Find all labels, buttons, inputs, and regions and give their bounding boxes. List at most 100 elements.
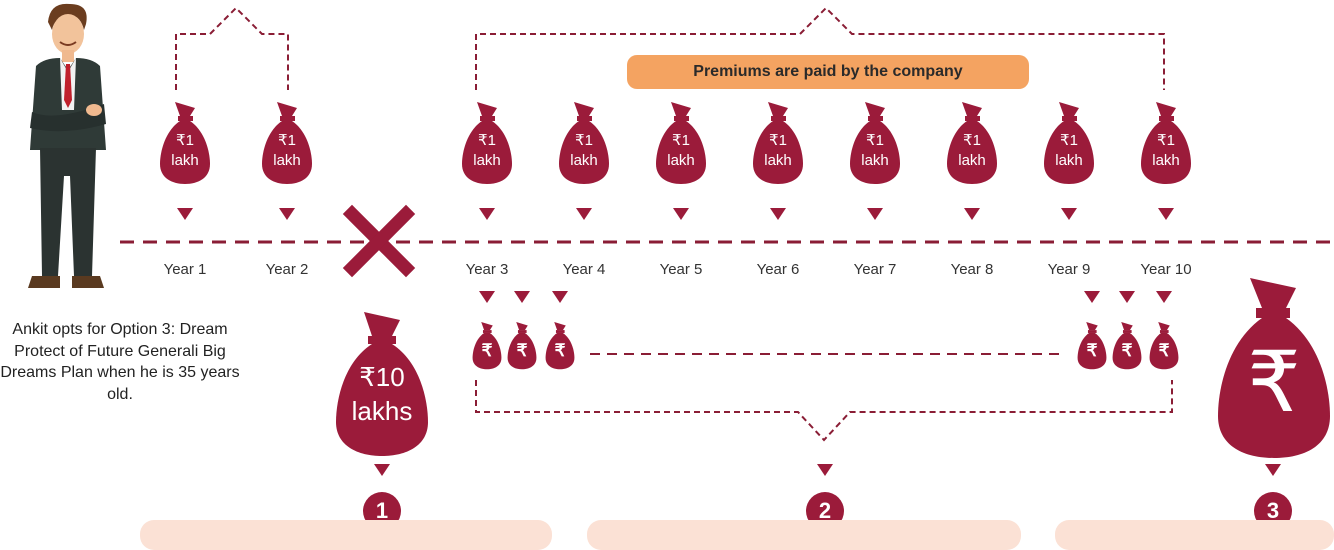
arrow-down-icon (374, 464, 390, 476)
year-label: Year 4 (562, 261, 606, 278)
large-bag-symbol: ₹ (1247, 335, 1301, 429)
money-bag-icon (1218, 278, 1330, 458)
premium-bag: ₹1 lakh (1043, 102, 1095, 188)
premium-bag: ₹1 lakh (261, 102, 313, 188)
step-arrows (374, 464, 1281, 476)
premium-amount: ₹1 (176, 132, 194, 149)
money-bag-icon (947, 102, 997, 184)
premium-bag: ₹1 lakh (159, 102, 211, 188)
premium-amount: ₹1 (575, 132, 593, 149)
arrow-down-icon (177, 208, 193, 220)
premium-amount: ₹1 (672, 132, 690, 149)
arrow-down-icon (514, 291, 530, 303)
premium-unit: lakh (171, 152, 199, 169)
premium-unit: lakh (1152, 152, 1180, 169)
bracket-income (475, 380, 1173, 442)
money-bag-icon (1112, 322, 1142, 370)
premium-unit: lakh (958, 152, 986, 169)
money-bag-icon (262, 102, 312, 184)
year-label: Year 1 (163, 261, 207, 278)
money-bag-icon (559, 102, 609, 184)
premium-bag: ₹1 lakh (946, 102, 998, 188)
company-pays-banner: Premiums are paid by the company (627, 55, 1029, 89)
premium-unit: lakh (473, 152, 501, 169)
arrow-down-icon (1158, 208, 1174, 220)
money-bag-icon (545, 322, 575, 370)
money-bag-icon (1141, 102, 1191, 184)
bracket-years-1-2 (175, 6, 289, 90)
premium-amount: ₹1 (1060, 132, 1078, 149)
year-label: Year 5 (659, 261, 703, 278)
step-2-panel (587, 520, 1021, 550)
money-bag-icon (462, 102, 512, 184)
arrow-down-icon (867, 208, 883, 220)
year-label: Year 3 (465, 261, 509, 278)
premium-unit: lakh (570, 152, 598, 169)
premium-unit: lakh (273, 152, 301, 169)
person-illustration (28, 3, 106, 288)
income-bag: ₹ (472, 322, 502, 370)
diagram-connectors (120, 6, 1334, 476)
arrow-down-icon (964, 208, 980, 220)
income-bag-symbol: ₹ (1086, 341, 1098, 360)
arrow-down-icon (770, 208, 786, 220)
money-bag-icon (160, 102, 210, 184)
premium-arrows (177, 208, 1174, 220)
year-label: Year 9 (1047, 261, 1091, 278)
premium-unit: lakh (667, 152, 695, 169)
arrow-down-icon (1084, 291, 1100, 303)
premium-bag: ₹1 lakh (461, 102, 513, 188)
arrow-down-icon (1061, 208, 1077, 220)
premium-unit: lakh (1055, 152, 1083, 169)
premium-bag: ₹1 lakh (752, 102, 804, 188)
income-bag-symbol: ₹ (1158, 341, 1170, 360)
premium-amount: ₹1 (963, 132, 981, 149)
premium-amount: ₹1 (478, 132, 496, 149)
premium-unit: lakh (764, 152, 792, 169)
income-bag-symbol: ₹ (516, 341, 528, 360)
arrow-down-icon (279, 208, 295, 220)
year-label: Year 8 (950, 261, 994, 278)
year-label: Year 2 (265, 261, 309, 278)
premium-unit: lakh (861, 152, 889, 169)
arrow-down-icon (673, 208, 689, 220)
step-3-panel (1055, 520, 1334, 550)
plan-caption: Ankit opts for Option 3: Dream Protect o… (0, 321, 240, 403)
income-bag: ₹ (545, 322, 575, 370)
arrow-down-icon (479, 208, 495, 220)
money-bag-icon (850, 102, 900, 184)
arrow-down-icon (552, 291, 568, 303)
money-bag-icon (1077, 322, 1107, 370)
premium-amount: ₹1 (278, 132, 296, 149)
premium-bag: ₹1 lakh (655, 102, 707, 188)
money-bag-icon (472, 322, 502, 370)
money-bag-icon (336, 312, 428, 456)
money-bag-icon (1149, 322, 1179, 370)
year-label: Year 6 (756, 261, 800, 278)
arrow-down-icon (1265, 464, 1281, 476)
payout-line1: ₹10 (359, 362, 405, 392)
income-bag-symbol: ₹ (554, 341, 566, 360)
arrow-down-icon (479, 291, 495, 303)
year-label: Year 10 (1140, 261, 1192, 278)
arrow-down-icon (1119, 291, 1135, 303)
premium-bag: ₹1 lakh (849, 102, 901, 188)
payout-bag: ₹10 lakhs (334, 310, 430, 456)
premium-amount: ₹1 (1157, 132, 1175, 149)
premium-amount: ₹1 (866, 132, 884, 149)
income-arrows (479, 291, 1172, 303)
step-1-panel (140, 520, 552, 550)
arrow-down-icon (1156, 291, 1172, 303)
diagram: Ankit opts for Option 3: Dream Protect o… (0, 3, 1334, 550)
income-bag: ₹ (1112, 322, 1142, 370)
money-bag-icon (656, 102, 706, 184)
large-bag: ₹ (1216, 276, 1332, 458)
income-bag-symbol: ₹ (481, 341, 493, 360)
income-bag: ₹ (1077, 322, 1107, 370)
bracket-years-3-10 (475, 6, 1165, 90)
premium-bag: ₹1 lakh (558, 102, 610, 188)
income-bag-symbol: ₹ (1121, 341, 1133, 360)
year-label: Year 7 (853, 261, 897, 278)
premium-amount: ₹1 (769, 132, 787, 149)
income-bag: ₹ (1149, 322, 1179, 370)
